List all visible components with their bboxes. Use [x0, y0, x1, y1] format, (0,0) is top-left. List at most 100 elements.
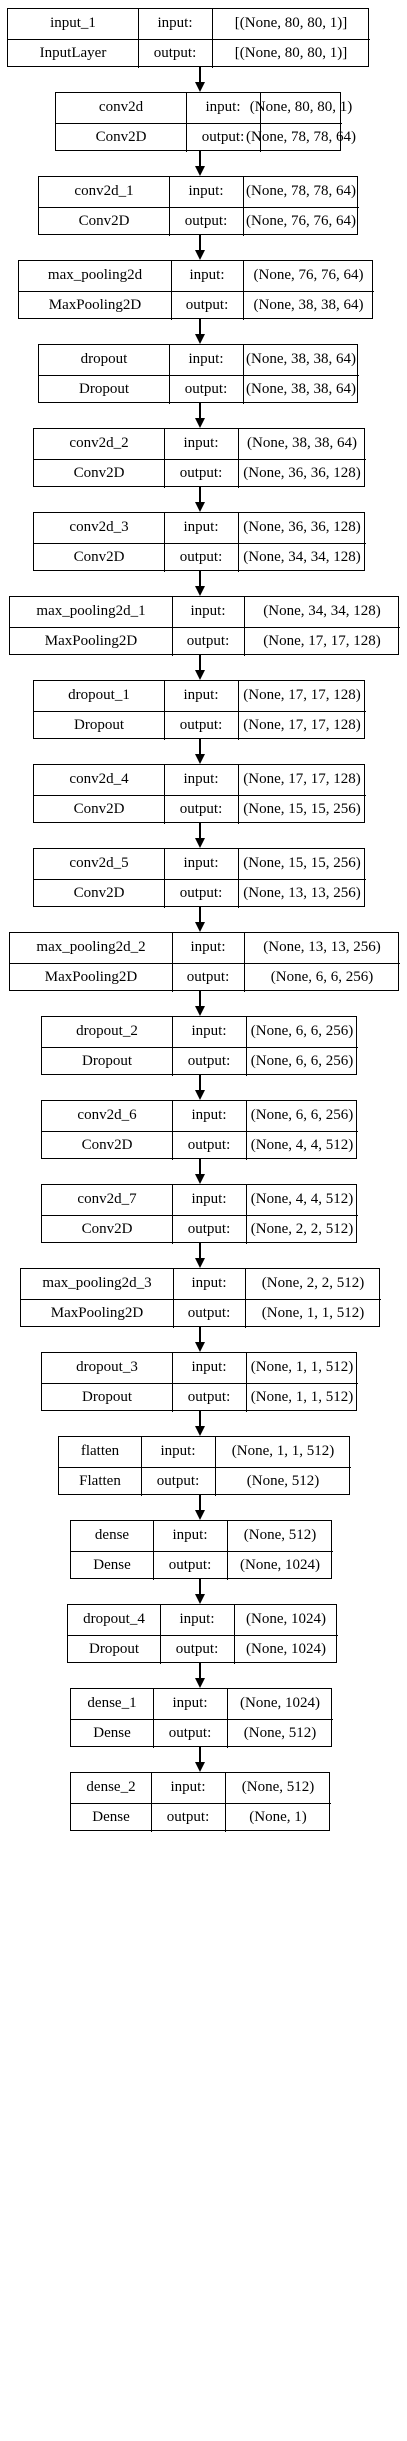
input-label: input:	[191, 1359, 227, 1376]
column-divider	[171, 261, 173, 320]
column-divider	[172, 933, 174, 992]
layer-name: dense_1	[87, 1695, 137, 1712]
output-label: output:	[179, 716, 223, 733]
input-label: input:	[191, 1191, 227, 1208]
output-label: output:	[187, 1304, 231, 1321]
input-shape-value: (None, 17, 17, 128)	[243, 687, 361, 704]
layer-name: input_1	[50, 15, 96, 32]
output-label: output:	[166, 1808, 210, 1825]
output-shape-value: (None, 1024)	[246, 1640, 326, 1657]
column-divider	[153, 1689, 155, 1748]
output-shape-value: (None, 78, 78, 64)	[246, 128, 356, 145]
output-label: output:	[179, 800, 223, 817]
output-shape-value: (None, 17, 17, 128)	[243, 716, 361, 733]
arrow-down-icon	[195, 922, 205, 932]
arrow-down-icon	[195, 754, 205, 764]
arrow-down-icon	[195, 670, 205, 680]
output-shape-value: (None, 38, 38, 64)	[246, 380, 356, 397]
input-label: input:	[170, 1779, 206, 1796]
output-label: output:	[156, 1472, 200, 1489]
column-divider	[238, 429, 240, 488]
column-divider	[260, 93, 262, 152]
arrow-down-icon	[195, 586, 205, 596]
column-divider	[225, 1773, 227, 1832]
input-shape-value: (None, 1, 1, 512)	[231, 1443, 335, 1460]
output-shape-value: (None, 1, 1, 512)	[250, 1388, 354, 1405]
output-label: output:	[187, 1388, 231, 1405]
row-divider	[34, 542, 366, 544]
layer-name: conv2d_2	[69, 435, 129, 452]
layer-name: dropout_2	[76, 1023, 138, 1040]
layer-name: conv2d_7	[77, 1191, 137, 1208]
input-shape-value: (None, 76, 76, 64)	[253, 267, 364, 284]
column-divider	[215, 1437, 217, 1496]
output-shape-value: (None, 38, 38, 64)	[253, 296, 364, 313]
input-shape-value: (None, 17, 17, 128)	[243, 771, 361, 788]
layer-type: MaxPooling2D	[44, 632, 138, 649]
column-divider	[164, 513, 166, 572]
connector-line	[199, 1243, 201, 1258]
row-divider	[56, 122, 342, 124]
column-divider	[227, 1689, 229, 1748]
arrow-down-icon	[195, 82, 205, 92]
layer-type: Dense	[93, 1724, 131, 1741]
row-divider	[71, 1718, 333, 1720]
connector-line	[199, 907, 201, 922]
output-shape-value: (None, 1, 1, 512)	[261, 1304, 365, 1321]
column-divider	[153, 1521, 155, 1580]
input-label: input:	[157, 15, 193, 32]
column-divider	[172, 1353, 174, 1412]
output-shape-value: (None, 512)	[243, 1724, 317, 1741]
output-shape-value: (None, 13, 13, 256)	[243, 884, 361, 901]
layer-type: MaxPooling2D	[48, 296, 142, 313]
column-divider	[246, 1353, 248, 1412]
column-divider	[172, 1185, 174, 1244]
layer-type: Conv2D	[81, 1136, 133, 1153]
input-label: input:	[183, 687, 219, 704]
input-shape-value: (None, 34, 34, 128)	[263, 603, 381, 620]
input-label: input:	[183, 771, 219, 788]
layer-name: dropout_1	[68, 687, 130, 704]
layer-name: max_pooling2d_1	[36, 603, 146, 620]
output-shape-value: (None, 6, 6, 256)	[270, 968, 374, 985]
row-divider	[71, 1802, 331, 1804]
output-label: output:	[187, 1052, 231, 1069]
layer-type: Conv2D	[73, 464, 125, 481]
row-divider	[8, 38, 370, 40]
input-label: input:	[172, 1527, 208, 1544]
column-divider	[234, 1605, 236, 1664]
input-shape-value: (None, 6, 6, 256)	[250, 1107, 354, 1124]
input-shape-value: (None, 80, 80, 1)	[249, 99, 353, 116]
column-divider	[160, 1605, 162, 1664]
output-label: output:	[184, 380, 228, 397]
row-divider	[59, 1466, 351, 1468]
layer-name: dense	[94, 1527, 130, 1544]
layer-name: dropout	[80, 351, 128, 368]
column-divider	[238, 849, 240, 908]
output-shape-value: (None, 512)	[246, 1472, 320, 1489]
output-label: output:	[201, 128, 245, 145]
input-shape-value: (None, 13, 13, 256)	[263, 939, 381, 956]
column-divider	[169, 345, 171, 404]
input-shape-value: (None, 2, 2, 512)	[261, 1275, 365, 1292]
output-label: output:	[168, 1724, 212, 1741]
layer-name: conv2d_6	[77, 1107, 137, 1124]
input-label: input:	[183, 519, 219, 536]
layer-name: dropout_3	[76, 1359, 138, 1376]
output-label: output:	[186, 968, 230, 985]
column-divider	[164, 429, 166, 488]
column-divider	[244, 933, 246, 992]
layer-type: Conv2D	[95, 128, 147, 145]
